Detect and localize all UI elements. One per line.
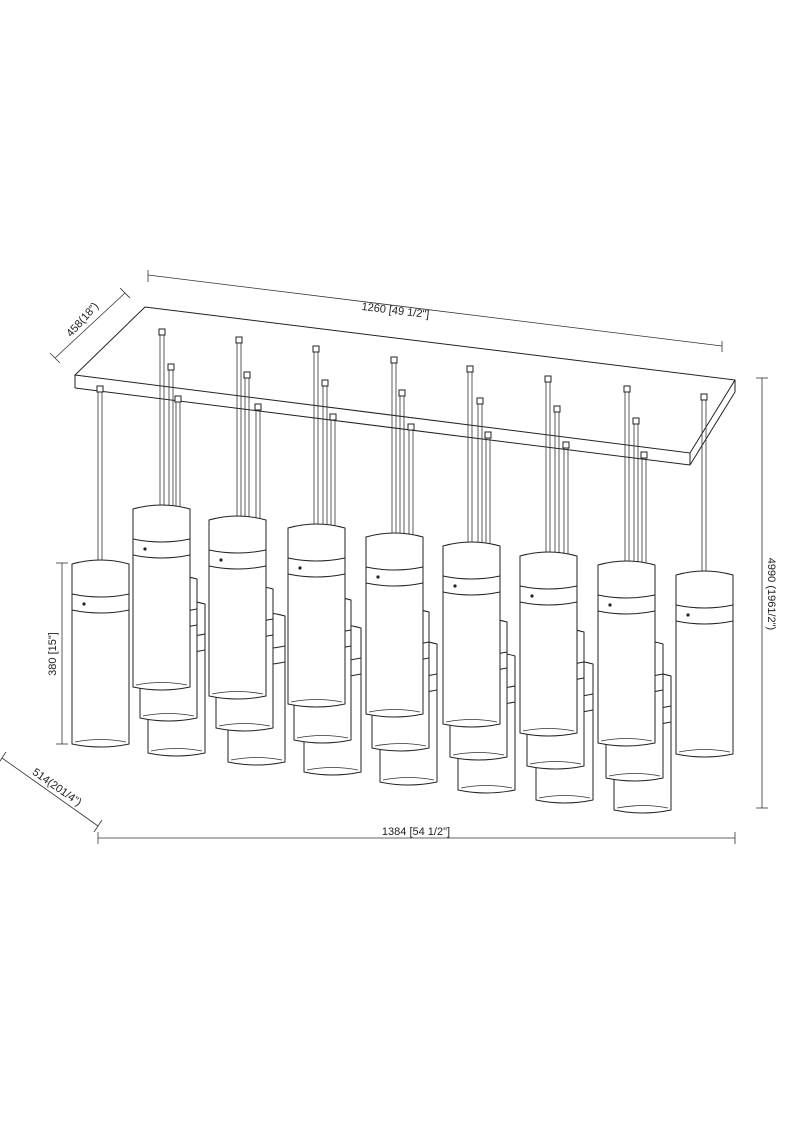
band-screw-16 [143, 547, 147, 551]
shade-rim-21 [522, 728, 575, 732]
cylinder-shade-22 [597, 560, 656, 747]
shade-rim-15 [74, 739, 127, 743]
mount-16 [158, 328, 166, 336]
mount-9 [243, 371, 251, 379]
pendant-22 [597, 385, 656, 747]
shade-rim-4 [382, 777, 435, 781]
mount-23 [700, 393, 708, 401]
band-screw-18 [298, 566, 302, 570]
shade-band-15 [71, 593, 130, 614]
shade-rim-17 [211, 691, 264, 695]
shade-height-label: 380 [15"] [47, 632, 59, 676]
overall-depth-label: 514(201/4") [30, 766, 84, 809]
canopy-plate [73, 306, 736, 466]
shade-band-17 [208, 549, 267, 570]
mount-4 [407, 423, 415, 431]
mount-5 [484, 431, 492, 439]
canopy-length-label: 1260 [49 1/2"] [361, 301, 430, 321]
mount-10 [321, 379, 329, 387]
pendant-20 [442, 365, 501, 728]
dimension-shade-height: 380 [15"] [47, 562, 68, 745]
shade-rim-9 [218, 723, 271, 727]
shade-rim-8 [142, 713, 195, 717]
cylinder-shade-18 [287, 523, 346, 708]
shade-rim-19 [368, 709, 421, 713]
mount-7 [640, 451, 648, 459]
mount-20 [466, 365, 474, 373]
shade-rim-20 [445, 719, 498, 723]
shade-band-16 [132, 538, 191, 559]
shade-rim-13 [529, 761, 582, 765]
pendant-18 [287, 345, 346, 708]
overall-length-label: 1384 [54 1/2"] [382, 826, 450, 838]
dimension-canopy-length: 1260 [49 1/2"] [147, 270, 723, 352]
mount-21 [544, 375, 552, 383]
pendant-group [71, 328, 734, 814]
shade-rim-6 [538, 795, 591, 799]
shade-band-21 [519, 585, 578, 606]
shade-rim-22 [600, 738, 653, 742]
cylinder-shade-19 [365, 532, 424, 718]
mount-11 [398, 389, 406, 397]
cylinder-shade-16 [132, 504, 191, 691]
mount-13 [553, 405, 561, 413]
shade-band-18 [287, 557, 346, 578]
shade-rim-3 [306, 767, 359, 771]
shade-rim-18 [290, 699, 343, 703]
band-screw-21 [530, 594, 534, 598]
mount-19 [390, 356, 398, 364]
shade-band-23 [675, 604, 734, 625]
mount-22 [623, 385, 631, 393]
pendant-19 [365, 356, 424, 718]
mount-14 [632, 417, 640, 425]
shade-rim-5 [460, 785, 513, 789]
overall-height-label: 4990 (1961/2") [765, 558, 777, 630]
mount-8 [167, 363, 175, 371]
band-screw-17 [219, 558, 223, 562]
cylinder-shade-20 [442, 541, 501, 728]
mount-1 [174, 395, 182, 403]
shade-rim-1 [150, 748, 203, 752]
band-screw-15 [82, 602, 86, 606]
dimension-overall-depth: 514(201/4") [0, 751, 103, 833]
pendant-16 [132, 328, 191, 691]
cylinder-shade-21 [519, 551, 578, 737]
shade-rim-12 [452, 752, 505, 756]
dimension-canopy-depth: 458(18") [49, 287, 131, 364]
mount-6 [562, 441, 570, 449]
mount-15 [96, 385, 104, 393]
shade-rim-14 [608, 773, 661, 777]
band-screw-23 [686, 613, 690, 617]
dimension-overall-height: 4990 (1961/2") [756, 377, 777, 809]
mount-3 [329, 413, 337, 421]
shade-rim-2 [230, 757, 283, 761]
pendant-15 [71, 385, 130, 748]
shade-band-22 [597, 594, 656, 615]
mount-17 [235, 336, 243, 344]
pendant-17 [208, 336, 267, 700]
band-screw-22 [608, 603, 612, 607]
shade-rim-10 [296, 735, 349, 739]
band-screw-20 [453, 584, 457, 588]
shade-rim-7 [616, 805, 669, 809]
band-screw-19 [376, 575, 380, 579]
shade-band-20 [442, 575, 501, 596]
cylinder-shade-17 [208, 515, 267, 700]
pendant-21 [519, 375, 578, 737]
shade-band-19 [365, 566, 424, 587]
dimension-overall-length: 1384 [54 1/2"] [97, 826, 736, 844]
shade-rim-23 [678, 749, 731, 753]
mount-2 [254, 403, 262, 411]
shade-rim-11 [374, 743, 427, 747]
cylinder-shade-15 [71, 559, 130, 748]
pendant-23 [675, 393, 734, 758]
mount-12 [476, 397, 484, 405]
shade-rim-16 [135, 682, 188, 686]
mount-18 [312, 345, 320, 353]
cylinder-shade-23 [675, 570, 734, 758]
